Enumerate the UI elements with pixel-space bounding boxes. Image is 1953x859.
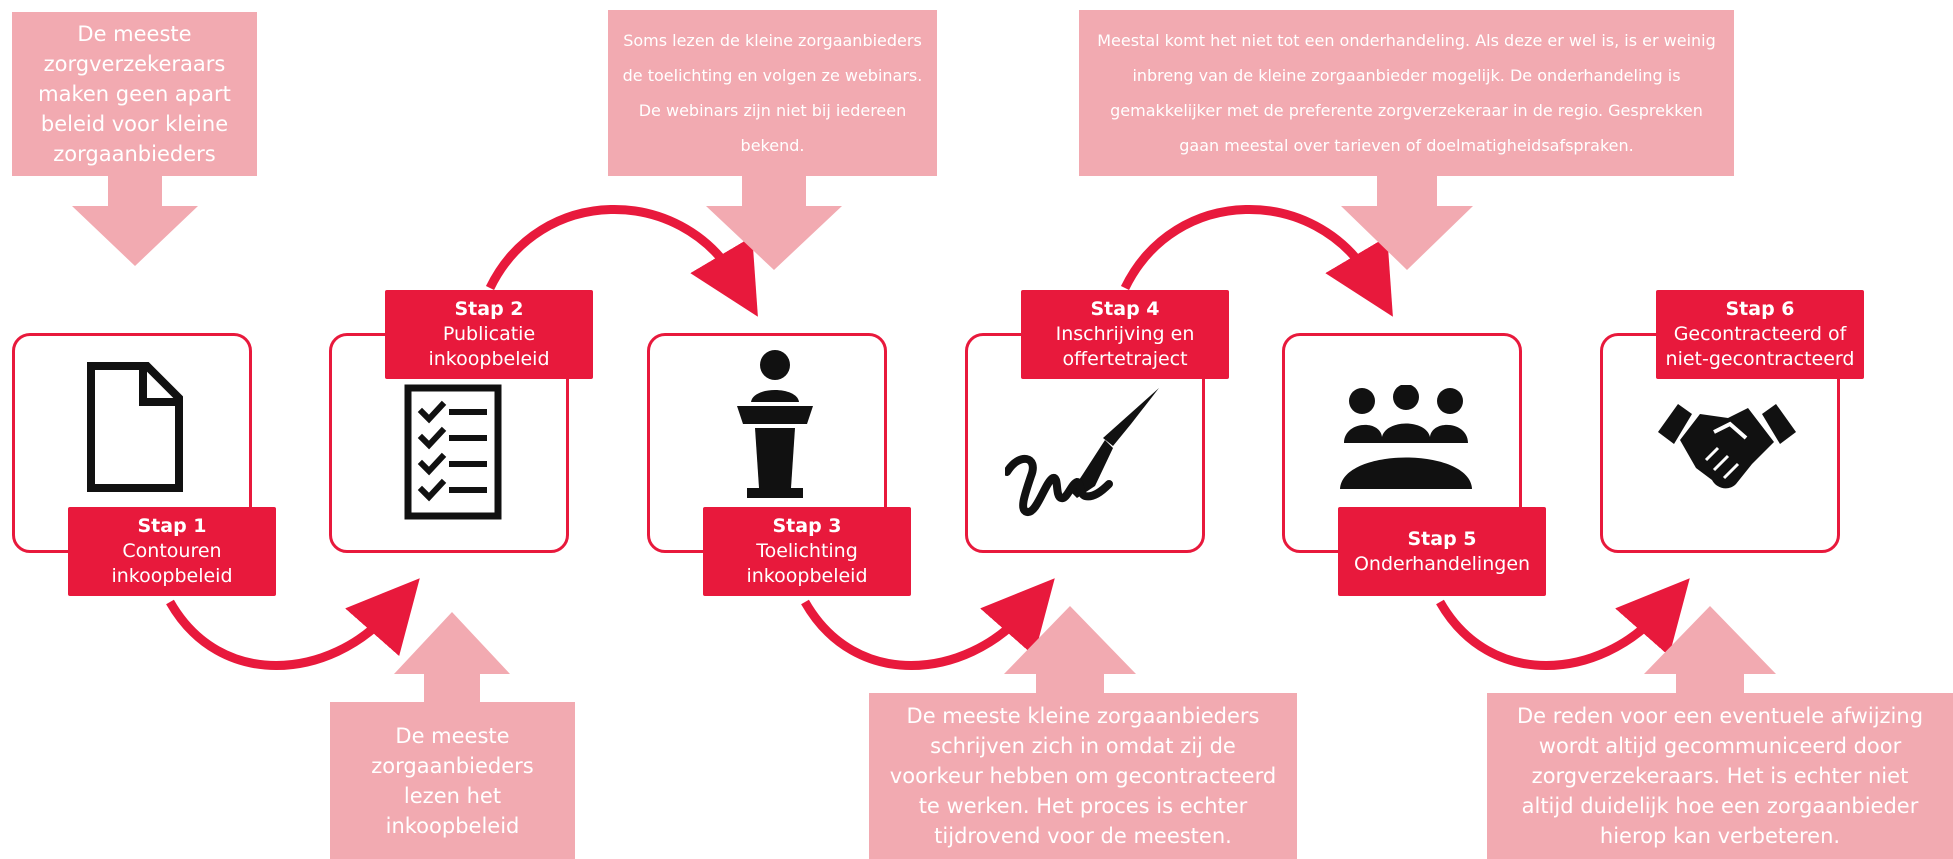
step-title-line: Inschrijving en — [1055, 323, 1195, 345]
step-label-5: Stap 5 Onderhandelingen — [1338, 507, 1546, 596]
note-text: De meeste zorgaanbieders lezen het inkoo… — [371, 723, 534, 838]
step-label-3: Stap 3 Toelichting inkoopbeleid — [703, 507, 911, 596]
note-pointer-stap3 — [706, 176, 842, 270]
step-label-1: Stap 1 Contouren inkoopbeleid — [68, 507, 276, 596]
note-text: De meeste zorgverzekeraars maken geen ap… — [38, 22, 231, 166]
podium-speaker-icon — [737, 350, 813, 498]
note-pointer-stap5 — [1341, 176, 1473, 270]
step-title-line: Toelichting — [756, 540, 858, 562]
step-title-line: Contouren — [122, 540, 222, 562]
note-pointer-stap6 — [1644, 606, 1776, 702]
note-pointer-stap2 — [394, 612, 510, 702]
fountain-pen-signature-icon — [1005, 388, 1159, 516]
step-label-2: Stap 2 Publicatie inkoopbeleid — [385, 290, 593, 379]
connector-arrow-2-3 — [485, 205, 758, 317]
note-pointer-stap4 — [1004, 606, 1136, 702]
step-number: Stap 6 — [1725, 298, 1795, 320]
connector-arrow-4-5 — [1120, 205, 1393, 317]
document-icon — [87, 362, 183, 492]
note-stap5: Meestal komt het niet tot een onderhande… — [1079, 10, 1734, 176]
note-pointer-stap1 — [72, 176, 198, 266]
step-label-6: Stap 6 Gecontracteerd of niet-gecontract… — [1656, 290, 1864, 379]
note-text: De reden voor een eventuele afwijzing wo… — [1516, 704, 1924, 848]
note-stap6: De reden voor een eventuele afwijzing wo… — [1487, 693, 1953, 859]
step-title-line: offertetraject — [1062, 348, 1188, 370]
step-number: Stap 4 — [1090, 298, 1160, 320]
step-title-line: inkoopbeleid — [428, 348, 550, 370]
note-stap1: De meeste zorgverzekeraars maken geen ap… — [12, 12, 257, 176]
step-number: Stap 5 — [1407, 527, 1477, 550]
note-text: Meestal komt het niet tot een onderhande… — [1097, 31, 1716, 155]
connector-arrow-1-2 — [166, 578, 420, 670]
note-stap3: Soms lezen de kleine zorgaanbieders de t… — [608, 10, 937, 176]
note-stap4: De meeste kleine zorgaanbieders schrijve… — [869, 693, 1297, 859]
connector-arrow-3-4 — [801, 578, 1055, 670]
note-text: De meeste kleine zorgaanbieders schrijve… — [889, 704, 1277, 848]
step-label-4: Stap 4 Inschrijving en offertetraject — [1021, 290, 1229, 379]
step-title-line: Gecontracteerd of — [1673, 323, 1847, 345]
step-number: Stap 1 — [137, 515, 207, 537]
step-title-line: Publicatie — [442, 323, 536, 345]
step-title-line: Onderhandelingen — [1353, 552, 1531, 575]
step-number: Stap 3 — [772, 515, 842, 537]
meeting-table-icon — [1340, 385, 1472, 489]
step-number: Stap 2 — [454, 298, 524, 320]
checklist-icon — [404, 384, 502, 520]
note-stap2: De meeste zorgaanbieders lezen het inkoo… — [330, 702, 575, 859]
step-title-line: inkoopbeleid — [111, 565, 233, 587]
step-title-line: inkoopbeleid — [746, 565, 868, 587]
step-title-line: niet-gecontracteerd — [1665, 348, 1855, 370]
connector-arrow-5-6 — [1436, 578, 1690, 670]
note-text: Soms lezen de kleine zorgaanbieders de t… — [622, 31, 923, 155]
handshake-icon — [1658, 404, 1796, 489]
